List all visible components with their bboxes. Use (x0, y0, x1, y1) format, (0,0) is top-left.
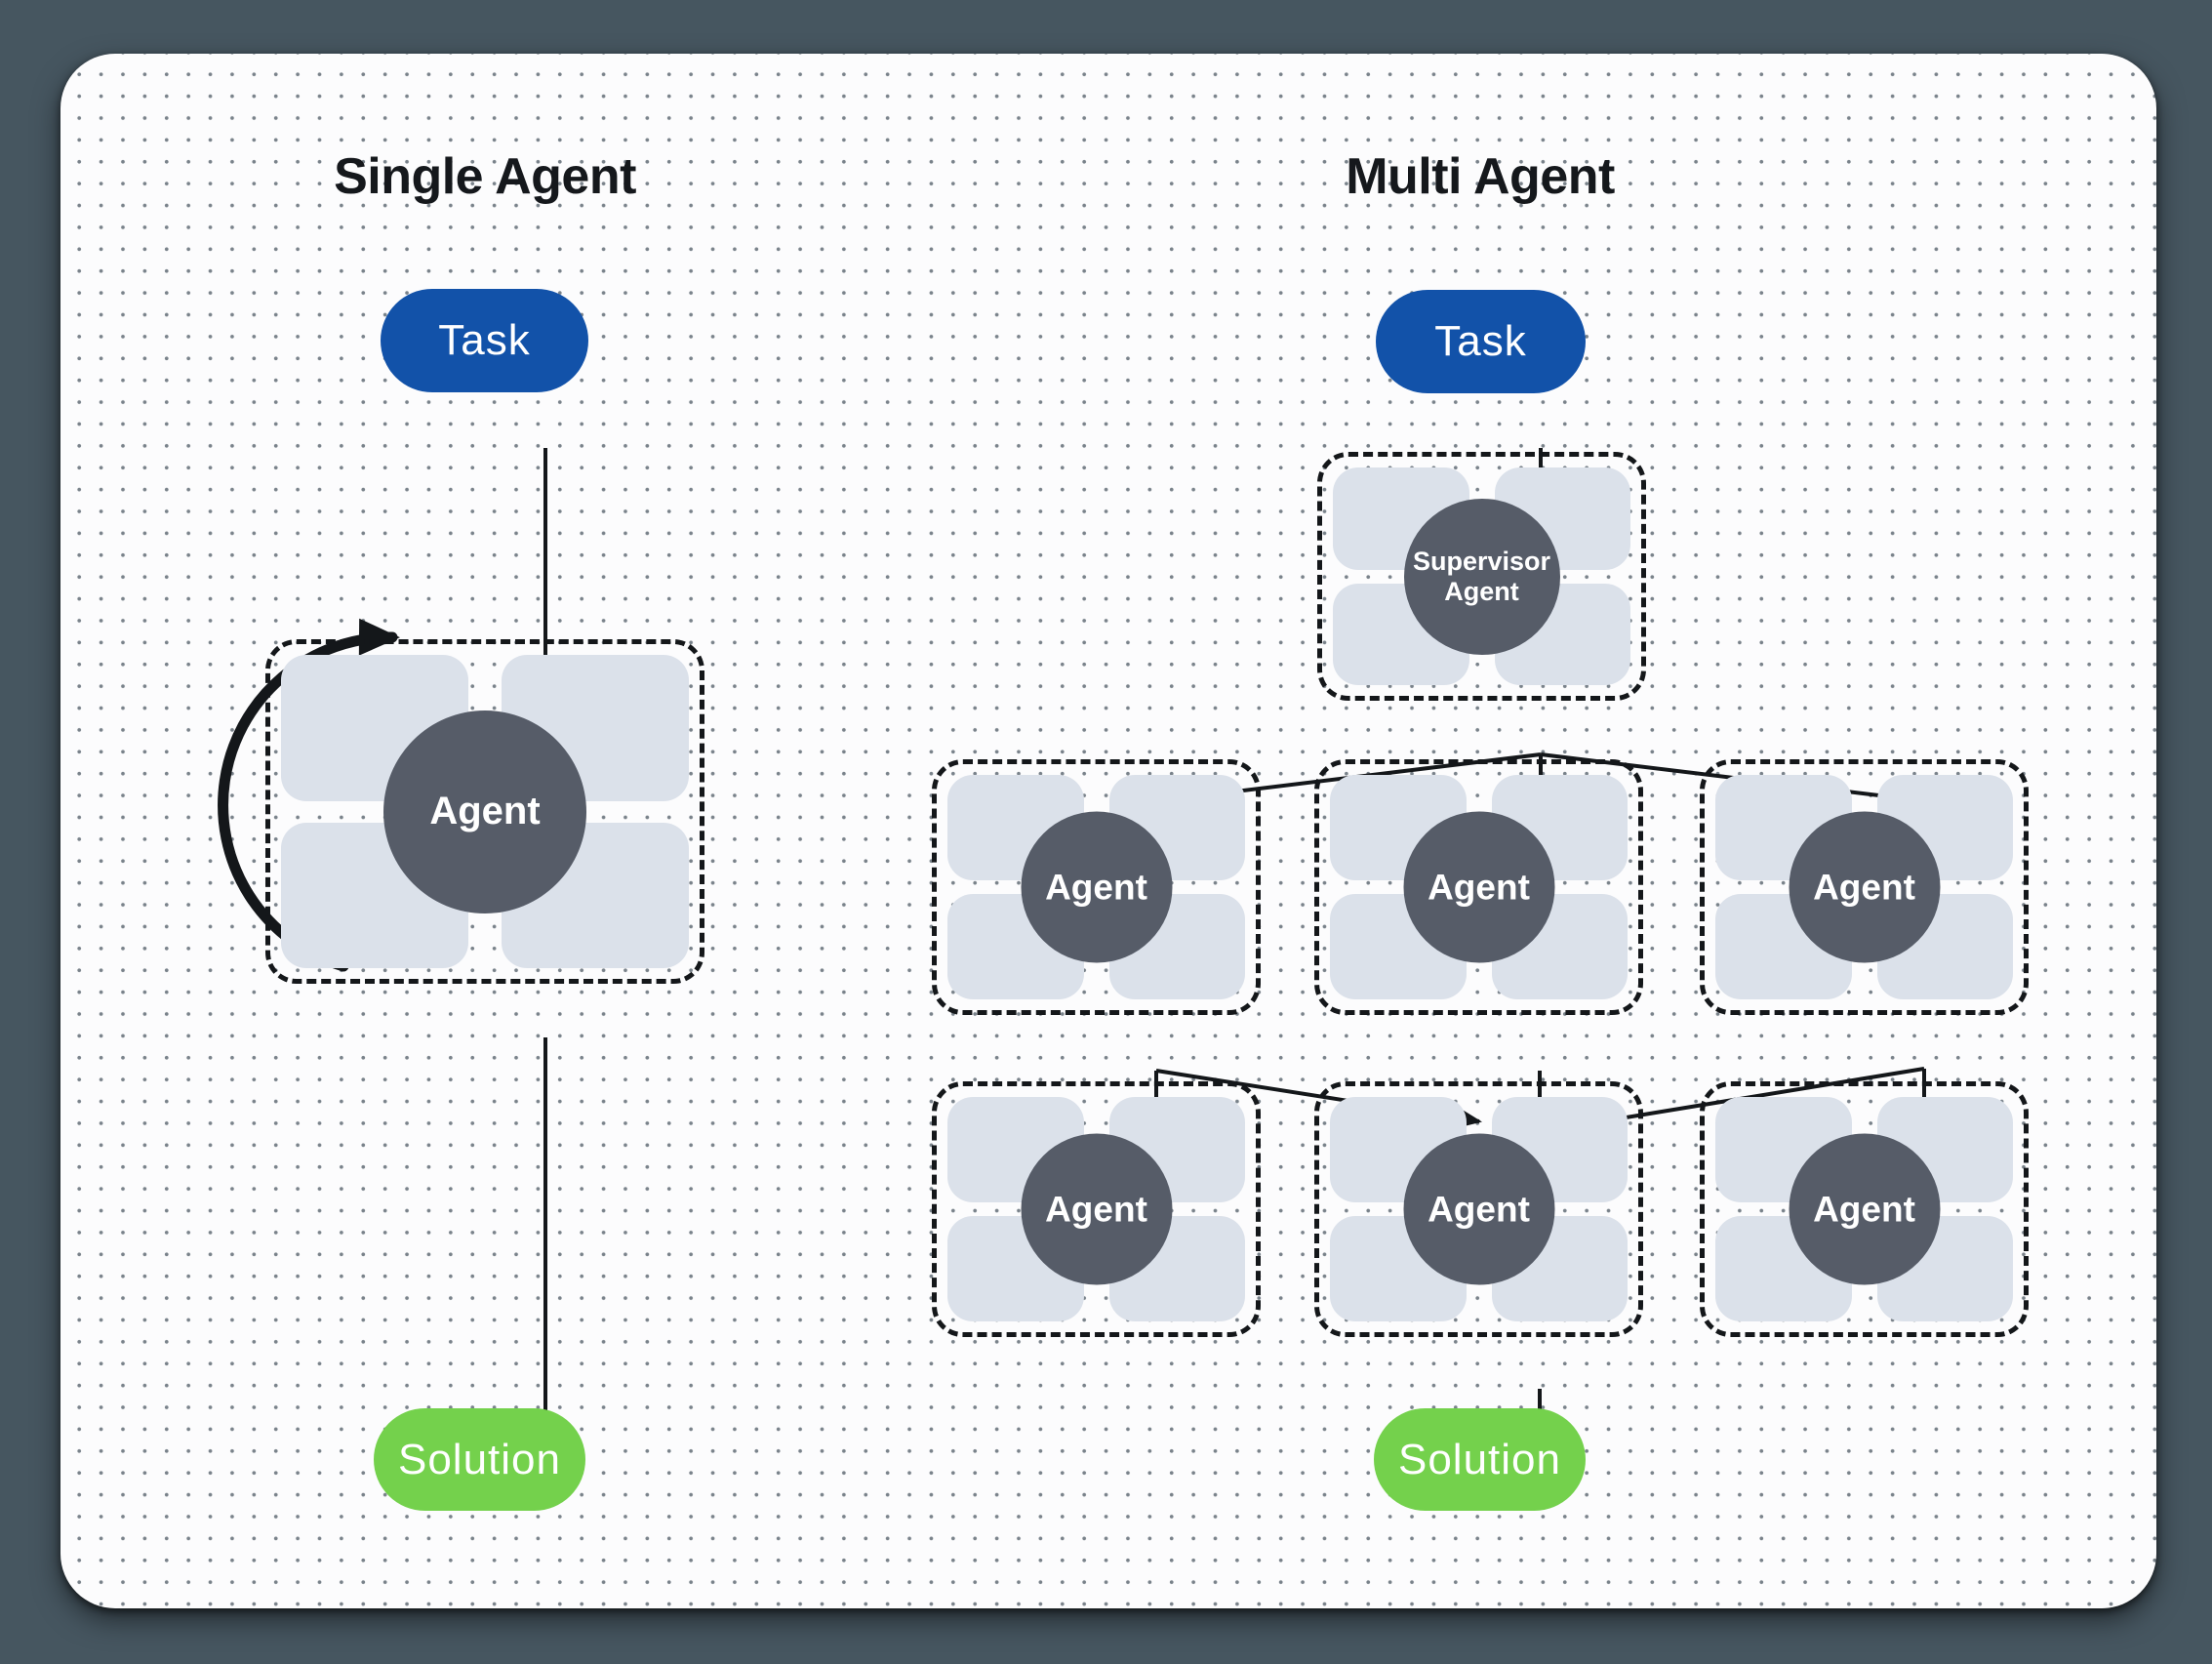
solution-label: Solution (1397, 1435, 1561, 1483)
agent-box-row1-left: Agent (932, 759, 1261, 1015)
single-agent-title: Single Agent (334, 148, 636, 205)
task-label: Task (438, 316, 531, 364)
agent-label: Agent (1428, 1189, 1530, 1229)
supervisor-label-line1: Supervisor (1412, 547, 1551, 577)
agent-label: Agent (1045, 867, 1147, 907)
solution-label: Solution (397, 1435, 561, 1483)
agent-circle: Agent (1789, 811, 1940, 963)
multi-task-node: Task (1376, 290, 1586, 393)
agent-label: Agent (429, 790, 541, 832)
multi-solution-node: Solution (1374, 1408, 1586, 1511)
multi-agent-title: Multi Agent (1346, 148, 1615, 205)
agent-label: Agent (1045, 1189, 1147, 1229)
agent-label: Agent (1428, 867, 1530, 907)
agent-box-row2-middle: Agent (1314, 1081, 1643, 1337)
agent-box-row1-middle: Agent (1314, 759, 1643, 1015)
agent-circle: Agent (1021, 1133, 1172, 1285)
supervisor-agent-box: Supervisor Agent (1317, 452, 1646, 701)
agent-circle: Agent (1403, 1133, 1554, 1285)
agent-label: Agent (1813, 867, 1915, 907)
diagram-card: Single Agent Task Agent Solution Multi A… (60, 54, 2156, 1608)
task-label: Task (1434, 317, 1527, 365)
single-agent-circle: Agent (383, 710, 586, 913)
agent-box-row1-right: Agent (1700, 759, 2029, 1015)
agent-box-row2-right: Agent (1700, 1081, 2029, 1337)
agent-circle: Agent (1789, 1133, 1940, 1285)
single-task-node: Task (381, 289, 588, 392)
supervisor-agent-circle: Supervisor Agent (1403, 498, 1560, 655)
agent-box-row2-left: Agent (932, 1081, 1261, 1337)
single-solution-node: Solution (374, 1408, 585, 1511)
single-agent-box: Agent (265, 639, 704, 984)
agent-circle: Agent (1021, 811, 1172, 963)
agent-circle: Agent (1403, 811, 1554, 963)
agent-label: Agent (1813, 1189, 1915, 1229)
supervisor-label-line2: Agent (1444, 576, 1519, 606)
